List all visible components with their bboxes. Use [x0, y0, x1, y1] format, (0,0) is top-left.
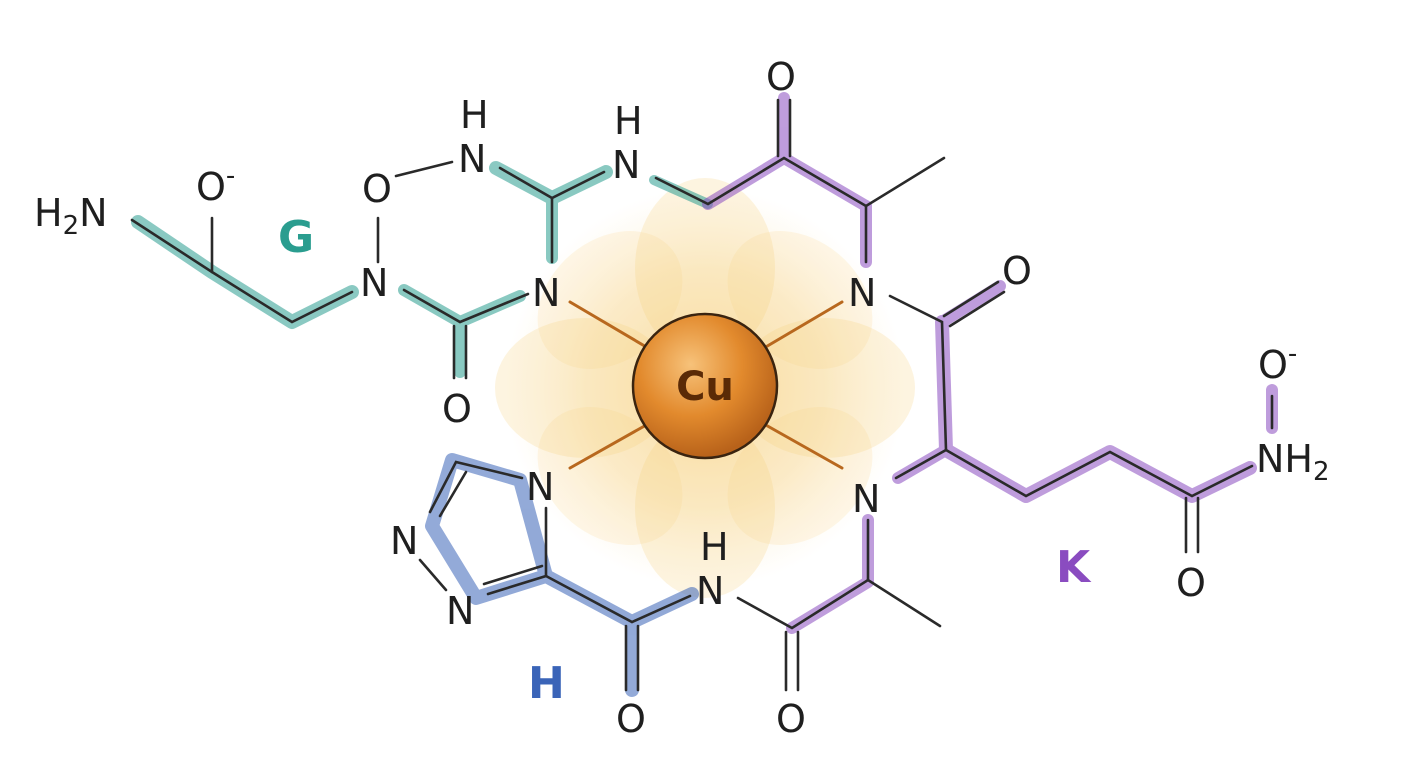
o-link-label: O	[362, 167, 392, 211]
metal-glow	[495, 178, 915, 598]
n-top1-label: N	[458, 137, 486, 181]
o-minus-right-label: O-	[1258, 339, 1297, 387]
nh2-right-label: NH2	[1256, 437, 1330, 487]
atom-labels: H2N O- O H N H N O N N O N O N N N N H N…	[34, 55, 1330, 741]
n-coord-tl-label: N	[532, 271, 560, 315]
o-bottom-right-label: O	[1176, 561, 1206, 605]
n-coord-bl-label: N	[526, 465, 554, 509]
n-amide-label: N	[696, 569, 724, 613]
metal-label: Cu	[676, 364, 734, 410]
o-bottom-mid-label: O	[776, 697, 806, 741]
n-coord-br-label: N	[852, 477, 880, 521]
residue-label-g: G	[278, 212, 314, 263]
n-top2-label: N	[612, 143, 640, 187]
n-tri1-label: N	[390, 519, 418, 563]
residue-label-k: K	[1056, 542, 1092, 593]
o-top-label: O	[766, 55, 796, 99]
residue-label-h: H	[528, 658, 565, 709]
h2n-left-label: H2N	[34, 191, 108, 241]
h-top2-label: H	[614, 99, 643, 143]
o-bottom-h-label: O	[616, 697, 646, 741]
o-bottom-left-label: O	[442, 387, 472, 431]
h-amide-label: H	[700, 525, 729, 569]
h-top1-label: H	[460, 93, 489, 137]
coordination-bonds	[568, 300, 844, 470]
o-minus-top-label: O-	[196, 161, 235, 209]
residue-labels: G H K	[278, 212, 1092, 709]
n-left-ring-label: N	[360, 261, 388, 305]
n-tri2-label: N	[446, 589, 474, 633]
molecular-bonds	[130, 98, 1274, 692]
copper-atom: Cu	[631, 312, 779, 460]
n-coord-tr-label: N	[848, 271, 876, 315]
o-right-label: O	[1002, 249, 1032, 293]
